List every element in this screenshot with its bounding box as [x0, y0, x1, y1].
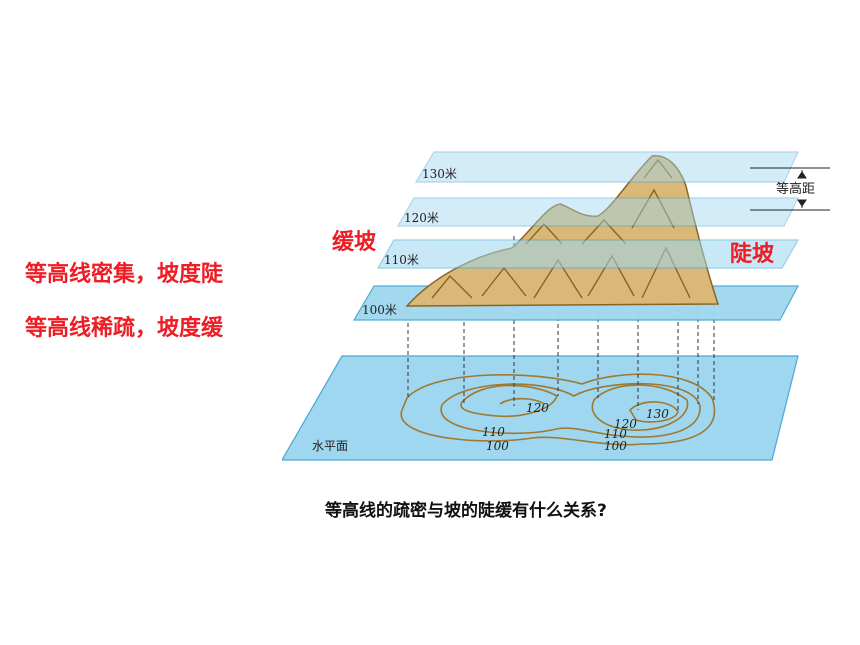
plane-100-label: 100米: [362, 303, 397, 317]
contour-label-100-left: 100: [486, 439, 509, 453]
contour-interval-label: 等高距: [776, 181, 815, 197]
steep-slope-label: 陡坡: [730, 242, 775, 267]
contour-lines: [400, 373, 716, 446]
left-text-dense: 等高线密集，坡度陡: [25, 262, 224, 287]
contour-diagram: 等高距 130米 120米 110米 100米 水平面 120 130 120 …: [280, 148, 830, 462]
plane-130: [414, 151, 799, 183]
left-text-sparse: 等高线稀疏，坡度缓: [25, 316, 224, 341]
contour-label-110-left: 110: [482, 425, 505, 439]
plane-120-label: 120米: [404, 211, 439, 225]
contour-label-110-right: 110: [604, 427, 627, 441]
plane-110: [376, 239, 800, 269]
question-text: 等高线的疏密与坡的陡缓有什么关系?: [325, 501, 607, 521]
contour-interval-bracket: [750, 167, 830, 211]
water-plane-label: 水平面: [312, 439, 348, 453]
plane-110-label: 110米: [384, 253, 419, 267]
contour-label-100-right: 100: [604, 439, 627, 453]
contour-label-120-right: 120: [614, 417, 637, 431]
contour-label-120-left: 120: [526, 401, 549, 415]
gentle-slope-label: 缓坡: [332, 230, 377, 255]
contour-label-130: 130: [646, 407, 669, 421]
contour-diagram-svg: 等高距 130米 120米 110米 100米 水平面 120 130 120 …: [280, 151, 830, 461]
plane-120: [396, 197, 799, 227]
plane-130-label: 130米: [422, 167, 457, 181]
